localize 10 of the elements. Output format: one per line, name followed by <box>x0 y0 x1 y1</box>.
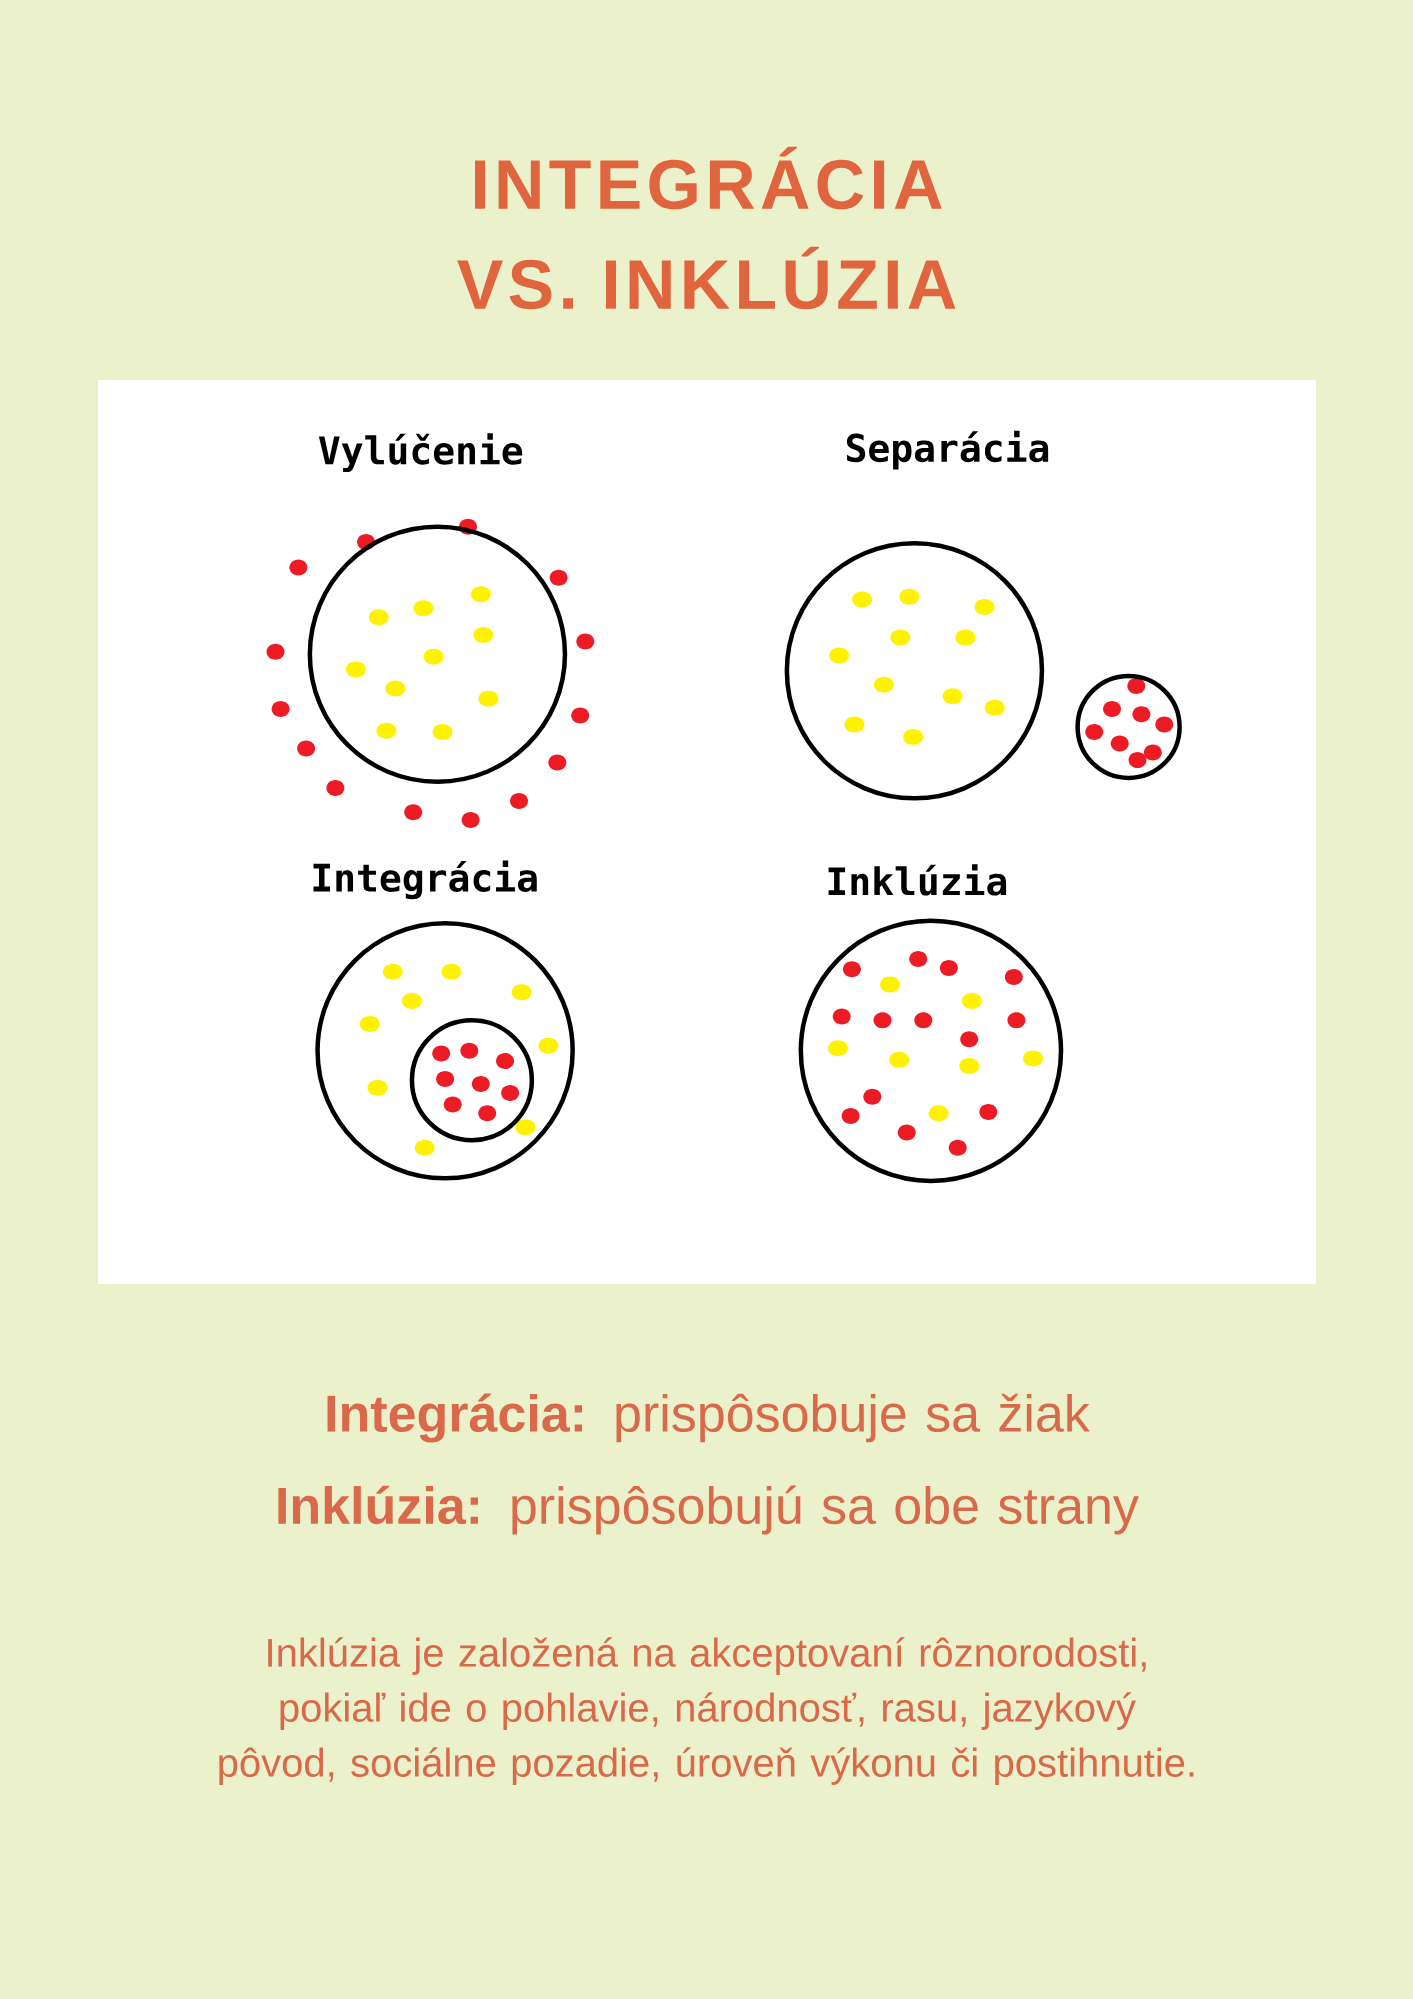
circle-heading: Separácia <box>846 430 1049 470</box>
circle-heading: Inklúzia <box>828 864 1007 896</box>
definition-line: Inklúzia: prispôsobujú sa obe strany <box>278 1485 1139 1535</box>
circle <box>1075 673 1182 781</box>
title: INTEGRÁCIA VS. INKLÚZIA <box>457 146 956 310</box>
circle-heading: Integrácia <box>313 860 537 900</box>
definition-line: Integrácia: prispôsobuje sa žiak <box>327 1393 1090 1443</box>
paragraph: Inklúzia je založená na akceptovaní rôznorodosti, pokiaľ ide o pohlavie, národnosť, rasu, jazykový pôvod, sociálne pozadie, úroveň výkonu či postihnutie. <box>219 1637 1194 1785</box>
circle <box>409 1018 535 1143</box>
circle-heading: Vylúčenie <box>318 433 523 473</box>
